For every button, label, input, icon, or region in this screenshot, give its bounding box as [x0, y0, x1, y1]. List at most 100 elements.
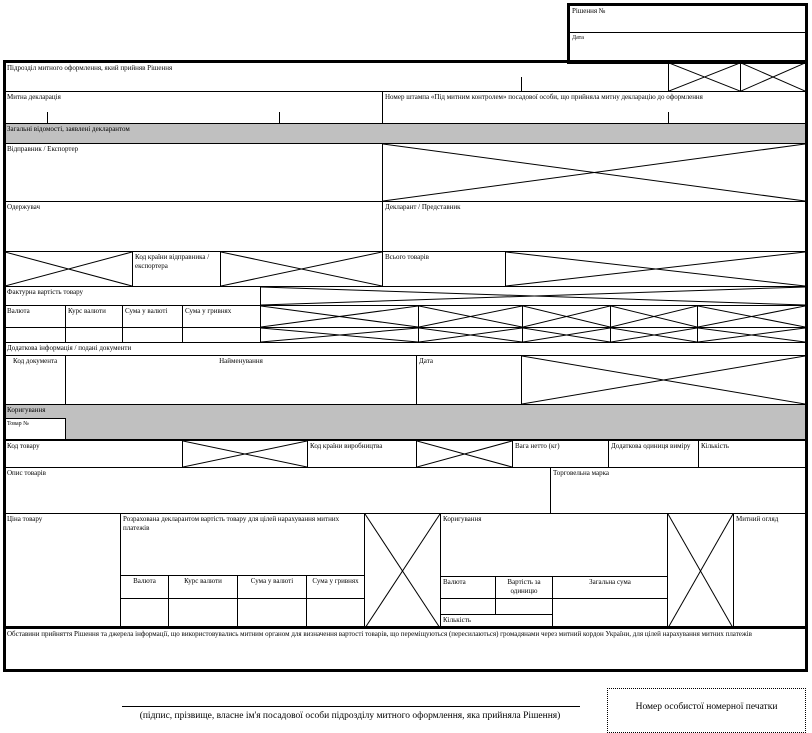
corr-total-sum-header: Загальна сума	[552, 576, 668, 599]
label: Декларант / Представник	[385, 203, 461, 211]
date-field[interactable]: Дата	[569, 32, 806, 63]
extra-unit-field[interactable]: Додаткова одиниця виміру	[608, 440, 699, 468]
label: Курс валюти	[68, 307, 106, 315]
item-number-field[interactable]: Товар №	[4, 418, 66, 441]
calc-currency-input[interactable]	[120, 598, 169, 629]
crossed-cell	[260, 327, 419, 343]
calc-sum-currency-input[interactable]	[237, 598, 307, 629]
currency-header: Валюта	[4, 305, 66, 328]
trademark-field[interactable]: Торговельна марка	[550, 467, 806, 514]
label: Код країни відправника / експортера	[135, 253, 210, 270]
cross-icon	[698, 328, 805, 342]
label: Фактурна вартість товару	[7, 288, 84, 296]
crossed-cell	[667, 513, 734, 629]
corr-currency-input[interactable]	[440, 598, 496, 615]
calc-sum-uah-header: Сума у гривнях	[306, 575, 365, 599]
cross-icon	[698, 306, 805, 327]
section-correction: Коригування	[4, 404, 806, 441]
receiver-field[interactable]: Одержувач	[4, 201, 383, 252]
label: Митний огляд	[736, 515, 779, 523]
invoice-value-label: Фактурна вартість товару	[4, 286, 261, 306]
crossed-cell	[740, 62, 806, 92]
declarant-field[interactable]: Декларант / Представник	[382, 201, 806, 252]
crossed-cell	[416, 440, 513, 468]
decision-number-field[interactable]: Рішення №	[569, 5, 806, 33]
net-weight-field[interactable]: Вага нетто (кг)	[512, 440, 609, 468]
cross-icon	[668, 514, 733, 628]
circumstances-field[interactable]: Обставини прийняття Рішення та джерела і…	[4, 628, 806, 670]
customs-unit-field[interactable]: Підрозділ митного оформлення, який прийн…	[4, 62, 669, 92]
cross-icon	[365, 514, 440, 628]
price-field[interactable]: Ціна товару	[4, 513, 121, 629]
sum-uah-input[interactable]	[182, 327, 261, 343]
corr-unit-value-header: Вартість за одиницю	[495, 576, 553, 599]
cross-icon	[417, 441, 512, 467]
rate-input[interactable]	[65, 327, 123, 343]
crossed-cell	[697, 305, 806, 328]
doc-name-field[interactable]: Найменування	[65, 355, 417, 405]
declaration-field[interactable]: Митна декларація	[4, 91, 383, 124]
signature-line	[122, 706, 580, 707]
sum-currency-input[interactable]	[122, 327, 183, 343]
section-title: Коригування	[7, 406, 46, 414]
cross-icon	[522, 356, 805, 404]
crossed-cell	[505, 251, 806, 287]
label: Опис товарів	[7, 469, 46, 477]
label: Дата	[419, 357, 433, 365]
label: Курс валюти	[184, 577, 222, 585]
crossed-cell	[522, 327, 611, 343]
sum-currency-header: Сума у валюті	[122, 305, 183, 328]
label: Одержувач	[7, 203, 41, 211]
crossed-cell	[697, 327, 806, 343]
crossed-cell	[610, 327, 698, 343]
doc-date-field[interactable]: Дата	[416, 355, 522, 405]
label: Додаткова інформація / подані документи	[7, 344, 132, 352]
origin-code-field[interactable]: Код країни виробництва	[307, 440, 417, 468]
label: Валюта	[443, 578, 466, 586]
currency-input[interactable]	[4, 327, 66, 343]
calc-rate-input[interactable]	[168, 598, 238, 629]
cross-icon	[523, 306, 610, 327]
cross-icon	[221, 252, 382, 286]
calc-rate-header: Курс валюти	[168, 575, 238, 599]
crossed-cell	[522, 305, 611, 328]
label: Сума у гривнях	[312, 577, 359, 585]
label: Номер штампа «Під митним контролем» поса…	[385, 93, 703, 101]
label: Кількість	[443, 616, 472, 624]
quantity-field[interactable]: Кількість	[698, 440, 806, 468]
description-field[interactable]: Опис товарів	[4, 467, 551, 514]
cross-icon	[523, 328, 610, 342]
cross-icon	[261, 328, 418, 342]
sender-field[interactable]: Відправник / Експортер	[4, 143, 383, 202]
label: Код товару	[7, 442, 40, 450]
cross-icon	[611, 328, 697, 342]
corr-total-sum-input[interactable]	[552, 598, 668, 629]
label: Кількість	[701, 442, 730, 450]
cross-icon	[261, 287, 805, 305]
calc-currency-header: Валюта	[120, 575, 169, 599]
crossed-cell	[521, 355, 806, 405]
stamp-number-field[interactable]: Номер штампа «Під митним контролем» поса…	[382, 91, 806, 124]
cross-icon	[261, 306, 418, 327]
country-code-field[interactable]: Код країни відправника / експортера	[132, 251, 221, 287]
label: Підрозділ митного оформлення, який прийн…	[7, 64, 173, 72]
label: Товар №	[7, 421, 29, 427]
section-general: Загальні відомості, заявлені декларантом	[4, 123, 806, 144]
calc-sum-uah-input[interactable]	[306, 598, 365, 629]
label: Сума у гривнях	[185, 307, 232, 315]
total-goods-field[interactable]: Всього товарів	[382, 251, 506, 287]
label: Додаткова одиниця виміру	[611, 442, 691, 450]
doc-code-field[interactable]: Код документа	[4, 355, 66, 405]
inspection-field[interactable]: Митний огляд	[733, 513, 806, 629]
crossed-cell	[382, 143, 806, 202]
cross-icon	[383, 144, 805, 201]
crossed-cell	[418, 327, 523, 343]
goods-code-field[interactable]: Код товару	[4, 440, 183, 468]
label: Вага нетто (кг)	[515, 442, 560, 450]
corr-unit-value-input[interactable]	[495, 598, 553, 615]
label: Відправник / Експортер	[7, 145, 79, 153]
seal-number-box[interactable]: Номер особистої номерної печатки	[607, 688, 806, 733]
cross-icon	[419, 328, 522, 342]
label: Валюта	[133, 577, 156, 585]
